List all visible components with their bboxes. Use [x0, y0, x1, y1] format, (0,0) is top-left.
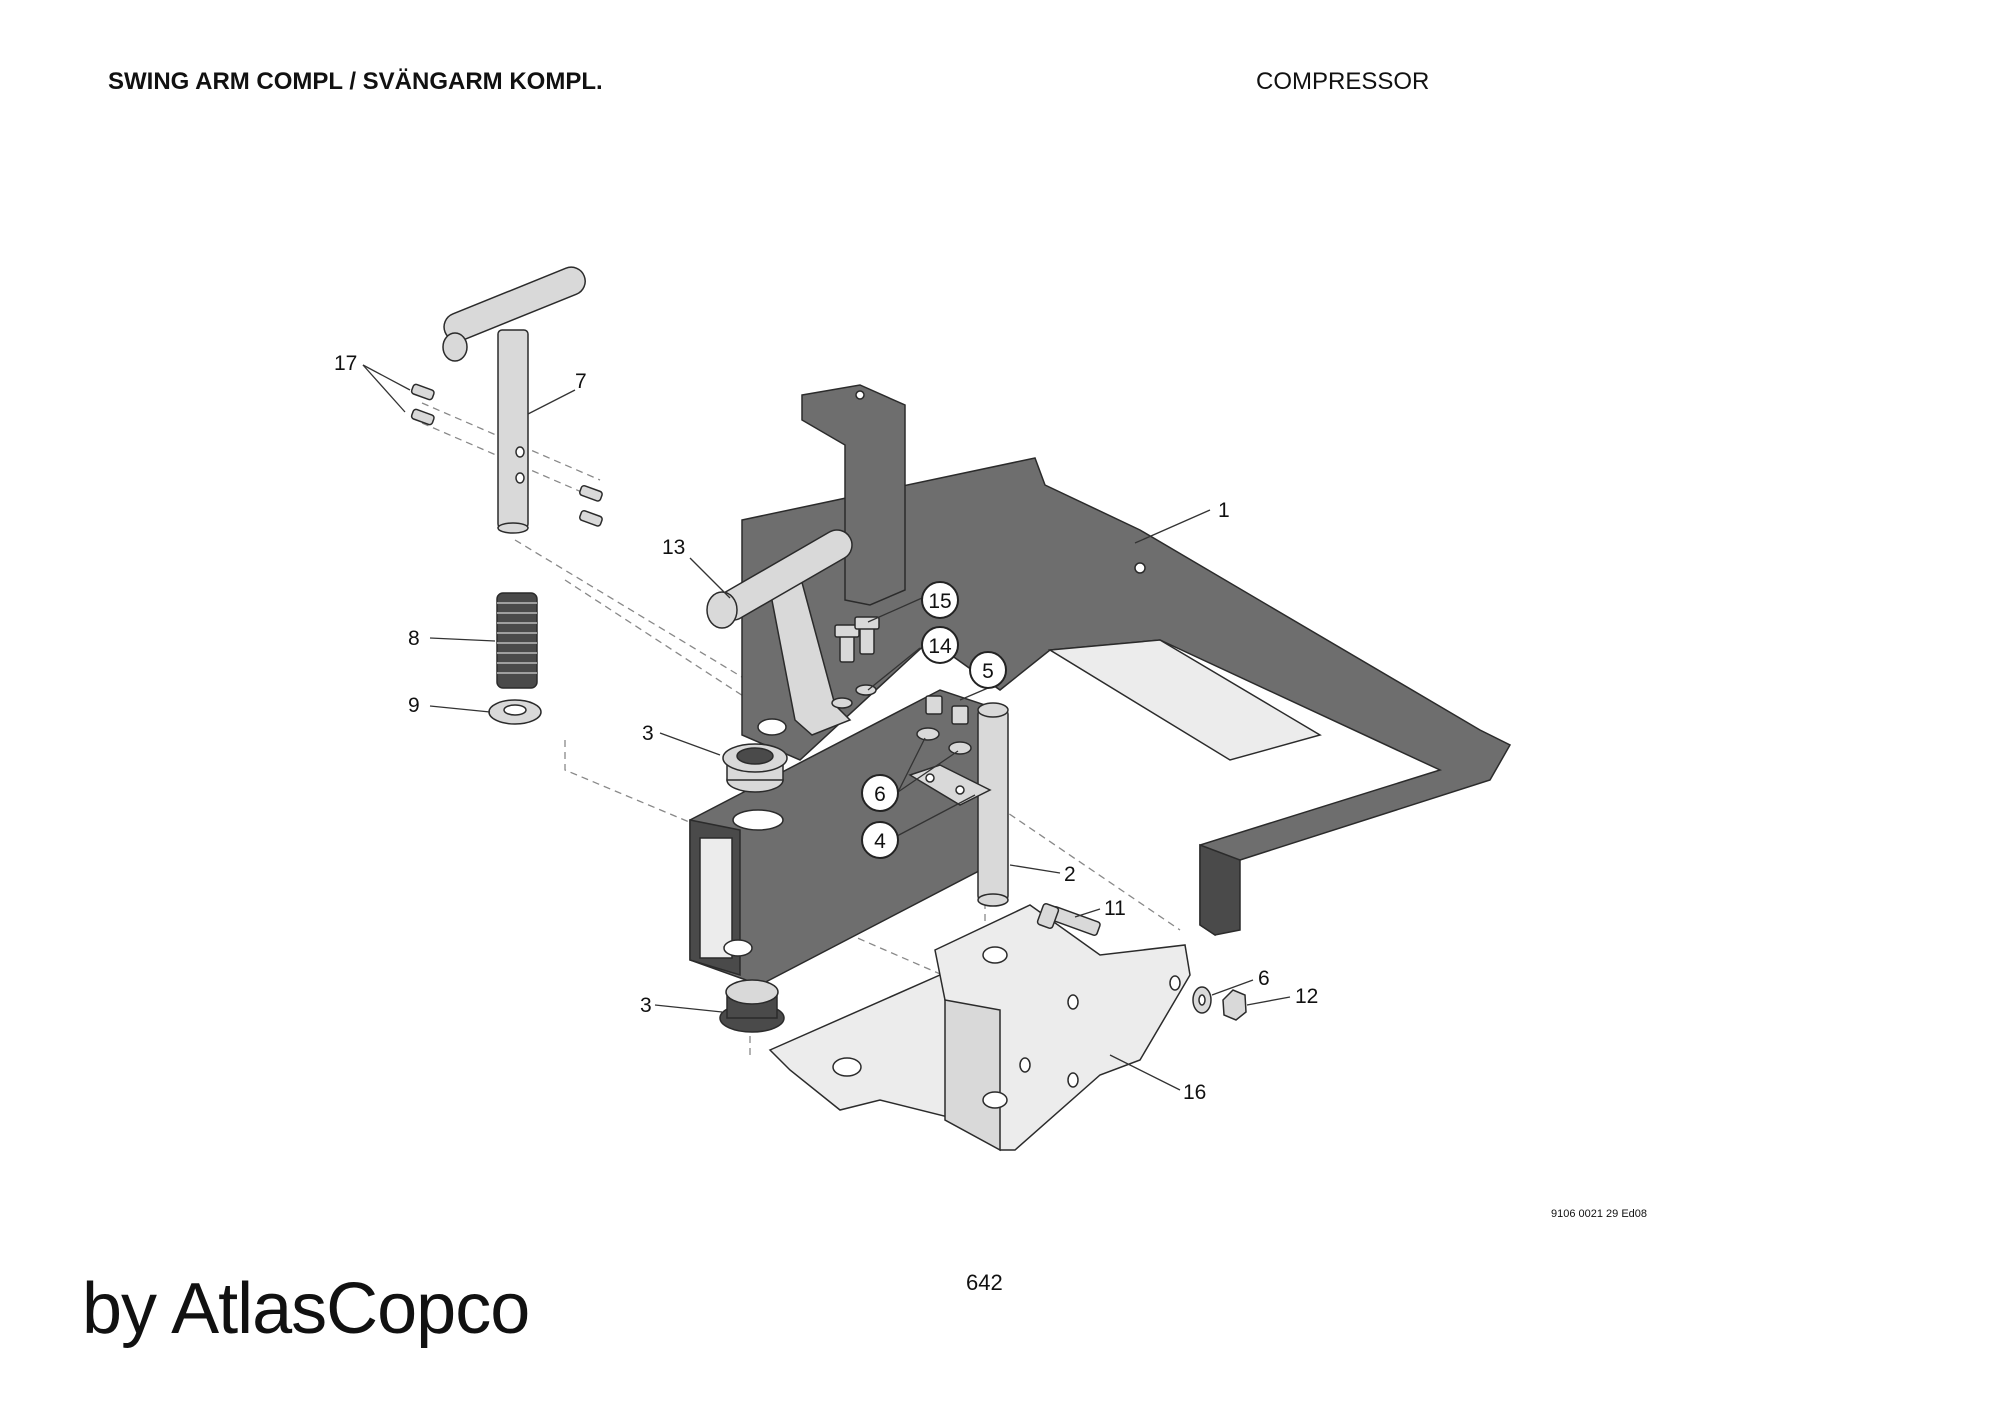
screws-part-17: [410, 383, 603, 527]
bolt-part-11: [1036, 903, 1101, 937]
t-handle-part: [442, 266, 586, 534]
callout-3-upper: 3: [642, 722, 654, 745]
callout-9: 9: [408, 694, 420, 717]
washer-part-9: [488, 699, 542, 725]
hinge-pin-part: [977, 702, 1009, 907]
washer-part-6-lower: [1192, 986, 1212, 1014]
svg-text:14: 14: [928, 635, 952, 658]
callout-2: 2: [1064, 863, 1076, 886]
callout-6-lower: 6: [1258, 967, 1270, 990]
bushing-upper: [722, 743, 788, 793]
bolts-and-washers: [831, 616, 972, 755]
callout-7: 7: [575, 370, 587, 393]
callout-17: 17: [334, 352, 357, 375]
circled-callout-4: 4: [861, 821, 899, 859]
circled-callout-5: 5: [969, 651, 1007, 689]
circled-callout-15: 15: [921, 581, 959, 619]
pin-bracket-part: [706, 529, 853, 736]
leader-lines: [362, 364, 1291, 1091]
nut-part-12: [1222, 989, 1247, 1021]
callout-11: 11: [1104, 897, 1126, 920]
mounting-bracket-part: [768, 904, 1191, 1152]
bushing-lower: [719, 979, 785, 1033]
brand-watermark: by AtlasCopco: [82, 1269, 530, 1349]
callout-1: 1: [1218, 499, 1230, 522]
circled-callout-6: 6: [861, 774, 899, 812]
circled-callout-14: 14: [921, 626, 959, 664]
swing-arm-housing: [689, 689, 1001, 986]
plate-part-4: [908, 764, 992, 806]
svg-text:15: 15: [928, 590, 951, 613]
page-number: 642: [966, 1270, 1003, 1295]
callout-8: 8: [408, 627, 420, 650]
svg-text:4: 4: [874, 830, 886, 853]
callout-12: 12: [1295, 985, 1318, 1008]
callout-13: 13: [662, 536, 685, 559]
callout-3-lower: 3: [640, 994, 652, 1017]
main-frame-part: [741, 384, 1512, 937]
spring-part: [496, 592, 538, 689]
page-title: SWING ARM COMPL / SVÄNGARM KOMPL.: [108, 68, 603, 95]
svg-text:6: 6: [874, 783, 886, 806]
svg-text:5: 5: [982, 660, 994, 683]
section-title: COMPRESSOR: [1256, 68, 1430, 95]
document-number: 9106 0021 29 Ed08: [1551, 1208, 1648, 1220]
callout-16: 16: [1183, 1081, 1206, 1104]
